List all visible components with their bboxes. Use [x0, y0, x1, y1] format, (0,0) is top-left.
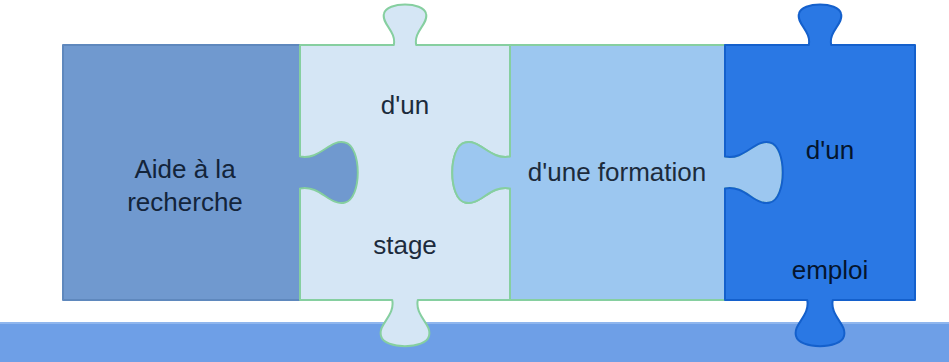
puzzle-shape [725, 5, 915, 347]
piece-label: stage [373, 229, 437, 262]
piece-label: emploi [792, 254, 869, 287]
piece-label: d'une formation [528, 156, 706, 189]
puzzle-piece: Aide à la recherche [63, 45, 300, 300]
piece-label: d'un [381, 89, 429, 122]
puzzle-piece: d'un emploi [725, 45, 915, 300]
piece-label: Aide à la recherche [105, 153, 265, 218]
puzzle-piece: d'une formation [510, 45, 725, 300]
piece-label: d'un [806, 134, 854, 167]
